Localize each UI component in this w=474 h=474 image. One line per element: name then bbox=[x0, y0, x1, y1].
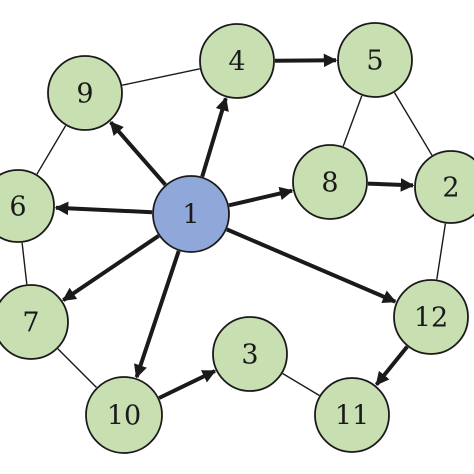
node-10: 10 bbox=[85, 376, 163, 454]
edge-5-8 bbox=[342, 95, 363, 147]
node-circle-5 bbox=[337, 22, 413, 98]
edge-1-4 bbox=[200, 96, 229, 178]
edge-3-11 bbox=[282, 372, 320, 397]
node-label-5: 5 bbox=[366, 46, 383, 77]
node-circle-12 bbox=[393, 279, 469, 355]
edge-5-2 bbox=[393, 92, 433, 156]
node-label-9: 9 bbox=[76, 79, 93, 110]
node-9: 9 bbox=[47, 55, 123, 131]
node-circle-6 bbox=[0, 169, 55, 243]
node-circle-3 bbox=[212, 316, 288, 392]
edge-9-6 bbox=[36, 125, 67, 175]
node-label-10: 10 bbox=[107, 401, 141, 432]
edge-2-12 bbox=[436, 223, 447, 280]
edge-12-11 bbox=[374, 345, 409, 386]
node-circle-7 bbox=[0, 284, 69, 360]
edge-1-10 bbox=[134, 250, 181, 379]
node-label-12: 12 bbox=[414, 303, 448, 334]
node-label-8: 8 bbox=[321, 168, 338, 199]
node-label-3: 3 bbox=[241, 340, 258, 371]
edges bbox=[21, 53, 447, 400]
node-1: 1 bbox=[152, 175, 230, 253]
edge-1-12 bbox=[226, 227, 397, 304]
node-circle-2 bbox=[414, 150, 474, 224]
edge-1-6 bbox=[54, 201, 153, 216]
node-circle-11 bbox=[314, 377, 390, 453]
edge-8-2 bbox=[367, 178, 415, 192]
node-3: 3 bbox=[212, 316, 288, 392]
node-2: 2 bbox=[414, 150, 474, 224]
node-label-4: 4 bbox=[228, 47, 245, 78]
node-8: 8 bbox=[292, 144, 368, 220]
node-label-1: 1 bbox=[182, 200, 199, 231]
node-circle-1 bbox=[152, 175, 230, 253]
node-5: 5 bbox=[337, 22, 413, 98]
node-7: 7 bbox=[0, 284, 69, 360]
edge-1-7 bbox=[62, 234, 160, 302]
node-circle-9 bbox=[47, 55, 123, 131]
edge-6-7 bbox=[21, 242, 28, 285]
edge-7-10 bbox=[57, 348, 97, 388]
node-12: 12 bbox=[393, 279, 469, 355]
node-label-11: 11 bbox=[335, 401, 369, 432]
edge-1-8 bbox=[228, 186, 294, 208]
edge-10-3 bbox=[158, 369, 217, 400]
node-circle-8 bbox=[292, 144, 368, 220]
edge-9-4 bbox=[122, 68, 200, 86]
node-6: 6 bbox=[0, 169, 55, 243]
node-circle-4 bbox=[199, 23, 275, 99]
node-4: 4 bbox=[199, 23, 275, 99]
edge-1-9 bbox=[109, 120, 167, 187]
node-label-7: 7 bbox=[22, 308, 39, 339]
node-label-6: 6 bbox=[9, 192, 26, 223]
node-circle-10 bbox=[85, 376, 163, 454]
node-label-2: 2 bbox=[442, 173, 459, 204]
node-11: 11 bbox=[314, 377, 390, 453]
